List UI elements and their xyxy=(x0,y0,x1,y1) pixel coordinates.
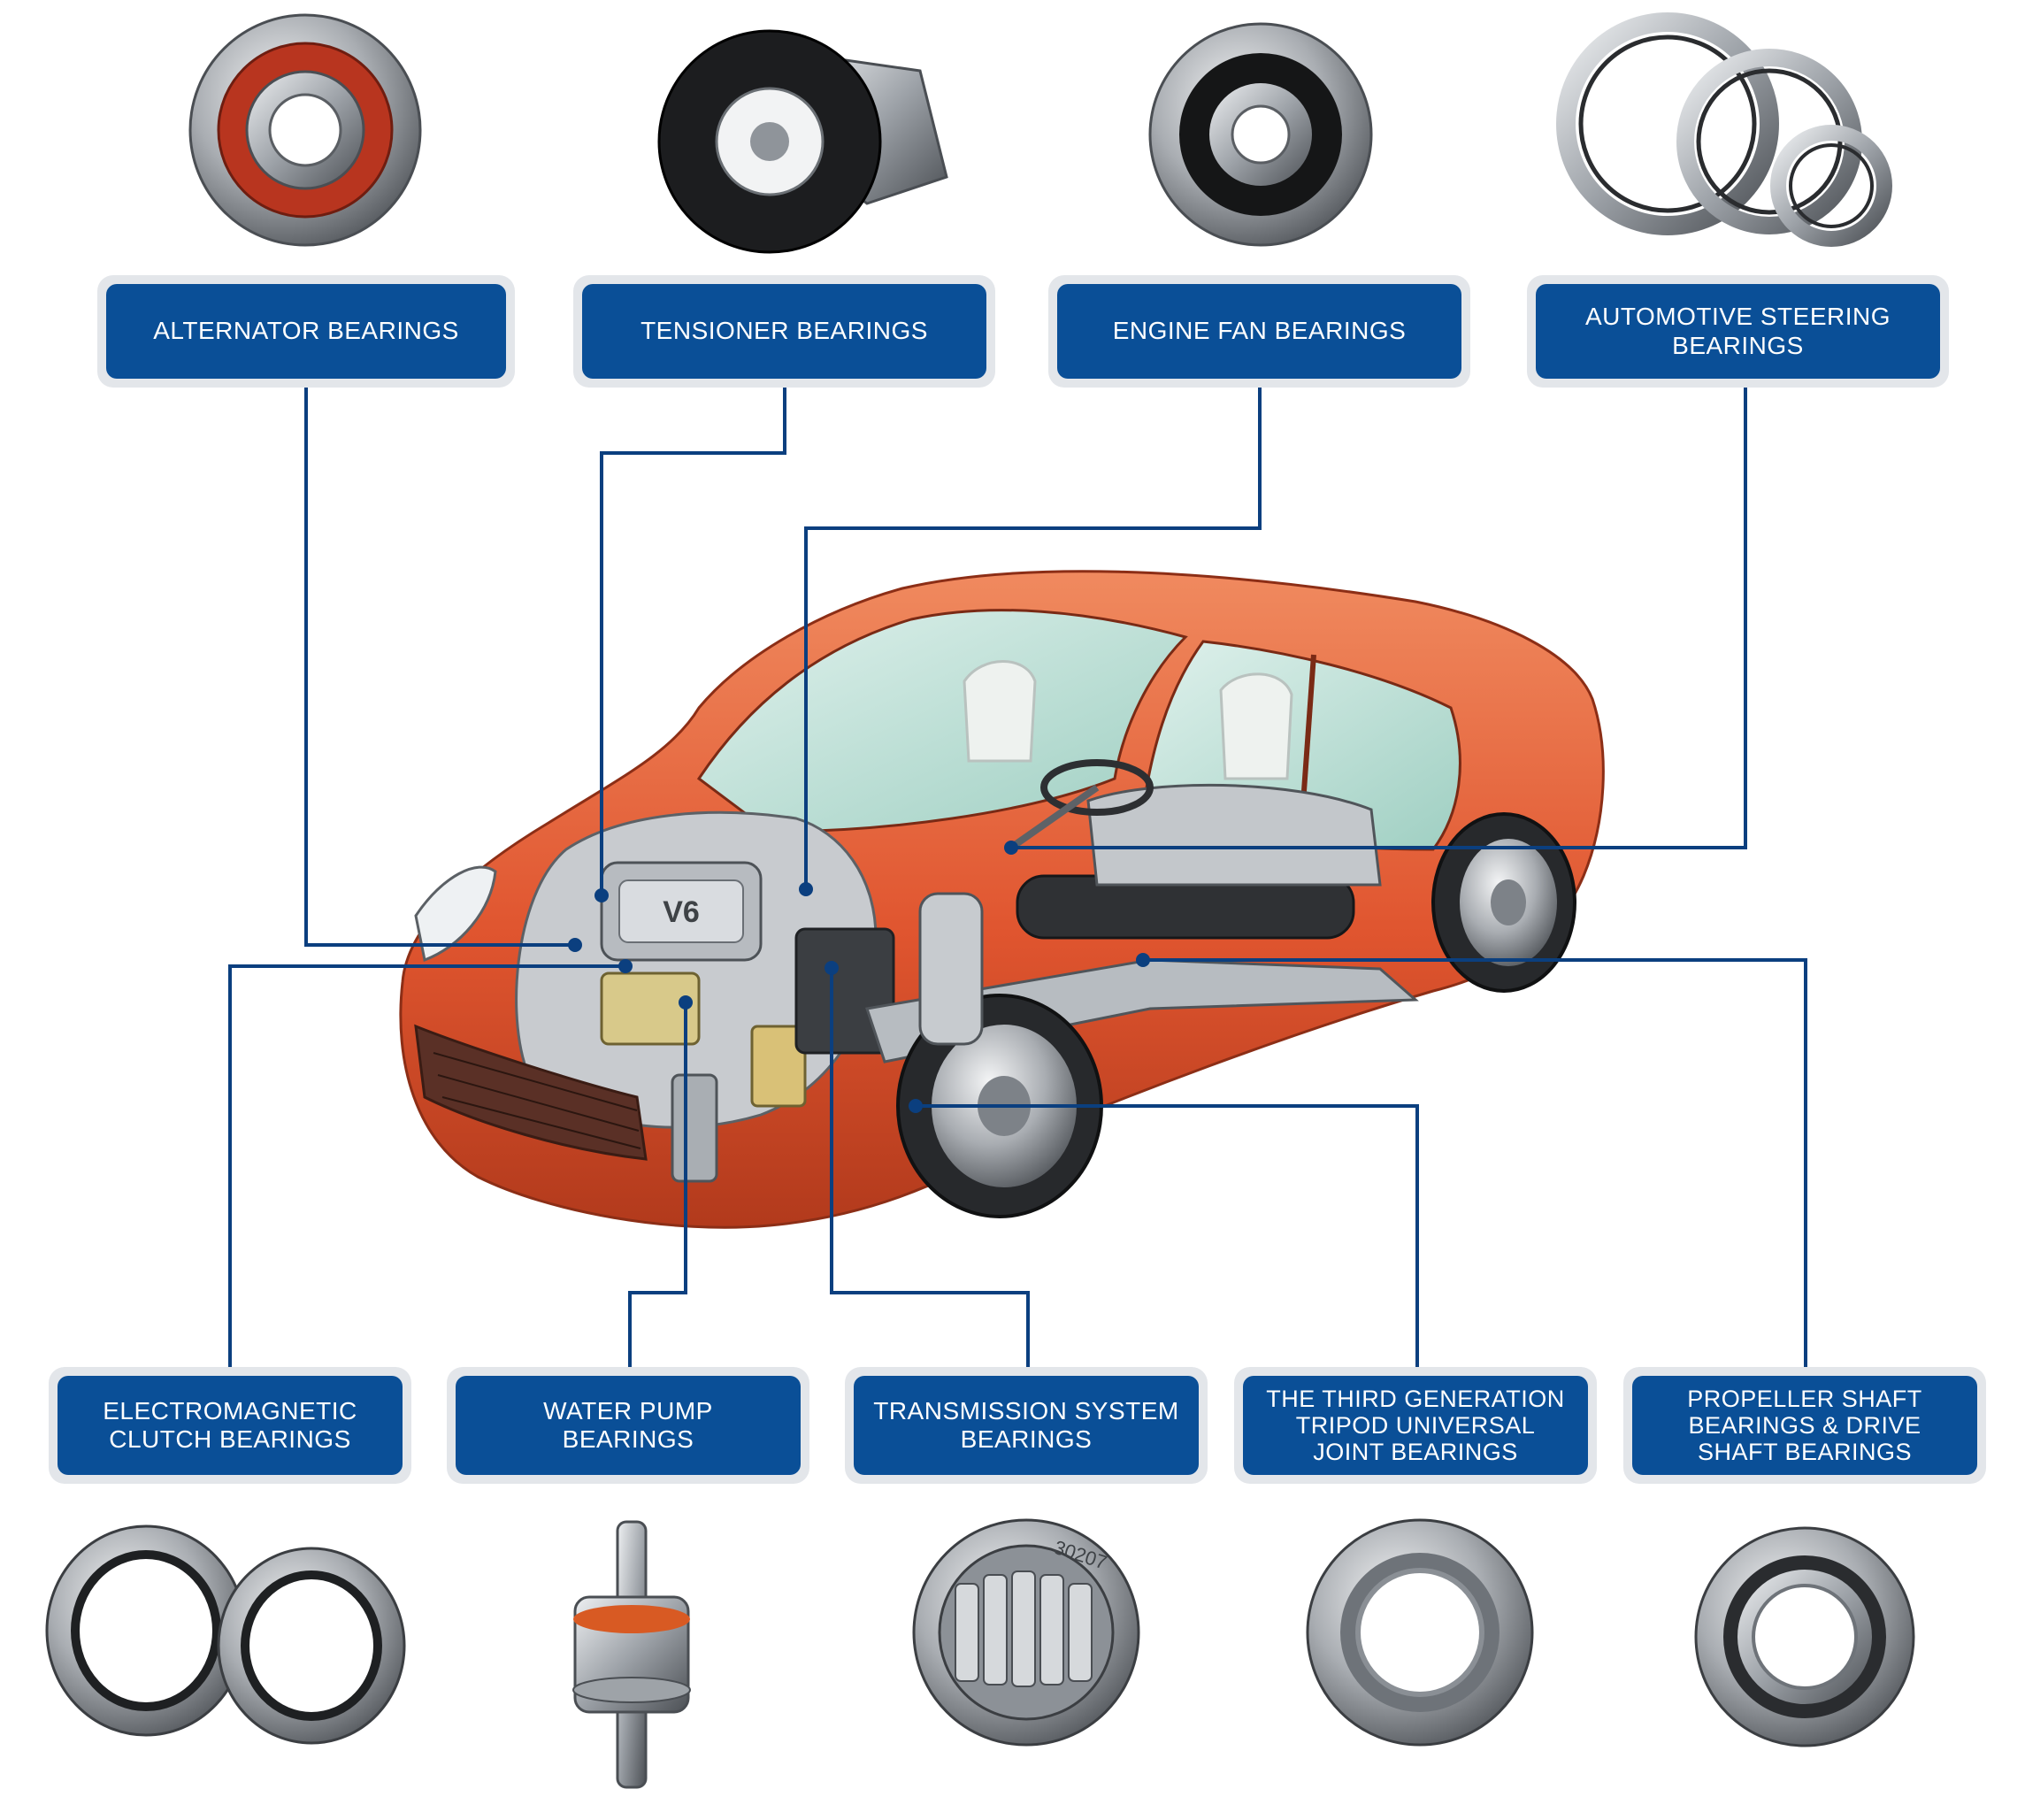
steering-bearing-image xyxy=(1556,12,1892,247)
tripod-bearings-label[interactable]: THE THIRD GENERATION TRIPOD UNIVERSAL JO… xyxy=(1234,1367,1597,1484)
propeller-bearing-image xyxy=(1694,1526,1915,1747)
connector-steering xyxy=(1011,383,1747,849)
connector-water-pump xyxy=(628,1002,687,1372)
tripod-bearing-image xyxy=(1306,1518,1534,1747)
engine-fan-bearing-image xyxy=(1148,22,1373,247)
propeller-bearings-text: PROPELLER SHAFT BEARINGS & DRIVE SHAFT B… xyxy=(1632,1376,1977,1475)
dot-propeller xyxy=(1136,953,1150,967)
dot-water-pump xyxy=(679,995,693,1010)
transmission-bearings-text: TRANSMISSION SYSTEM BEARINGS xyxy=(854,1376,1199,1475)
engine-fan-bearings-text: ENGINE FAN BEARINGS xyxy=(1057,284,1461,379)
alternator-bearing-image xyxy=(188,13,422,247)
dot-transmission xyxy=(825,961,839,975)
dot-tensioner xyxy=(594,888,609,902)
connector-dots xyxy=(568,841,1150,1113)
tensioner-bearing-image xyxy=(657,29,948,254)
propeller-bearings-label[interactable]: PROPELLER SHAFT BEARINGS & DRIVE SHAFT B… xyxy=(1623,1367,1986,1484)
tripod-bearings-text: THE THIRD GENERATION TRIPOD UNIVERSAL JO… xyxy=(1243,1376,1588,1475)
car-illustration: V6 xyxy=(399,570,1605,1229)
transmission-bearing-image: 30207 xyxy=(912,1518,1140,1747)
alternator-bearings-text: ALTERNATOR BEARINGS xyxy=(106,284,506,379)
clutch-bearings-label[interactable]: ELECTROMAGNETIC CLUTCH BEARINGS xyxy=(49,1367,411,1484)
dot-alternator xyxy=(568,938,582,952)
connector-lines xyxy=(228,383,1807,1372)
connector-tensioner xyxy=(600,383,786,895)
engine-fan-bearings-label[interactable]: ENGINE FAN BEARINGS xyxy=(1048,275,1470,388)
steering-bearings-label[interactable]: AUTOMOTIVE STEERING BEARINGS xyxy=(1527,275,1949,388)
dot-engine-fan xyxy=(799,882,813,896)
water-pump-bearing-image xyxy=(572,1520,691,1789)
dot-steering xyxy=(1004,841,1018,855)
dot-tripod xyxy=(909,1099,923,1113)
connector-engine-fan xyxy=(804,383,1262,889)
tensioner-bearings-label[interactable]: TENSIONER BEARINGS xyxy=(573,275,995,388)
connector-propeller xyxy=(1143,958,1807,1372)
connector-tripod xyxy=(916,1104,1419,1372)
clutch-bearing-image xyxy=(45,1524,406,1745)
transmission-bearings-label[interactable]: TRANSMISSION SYSTEM BEARINGS xyxy=(845,1367,1208,1484)
dot-clutch xyxy=(618,959,633,973)
steering-bearings-text: AUTOMOTIVE STEERING BEARINGS xyxy=(1536,284,1940,379)
water-pump-bearings-label[interactable]: WATER PUMP BEARINGS xyxy=(447,1367,809,1484)
clutch-bearings-text: ELECTROMAGNETIC CLUTCH BEARINGS xyxy=(58,1376,403,1475)
alternator-bearings-label[interactable]: ALTERNATOR BEARINGS xyxy=(97,275,515,388)
connector-clutch xyxy=(228,964,625,1372)
water-pump-bearings-text: WATER PUMP BEARINGS xyxy=(456,1376,801,1475)
connector-alternator xyxy=(304,383,575,947)
engine-badge: V6 xyxy=(663,895,700,929)
connector-transmission xyxy=(830,968,1030,1372)
tensioner-bearings-text: TENSIONER BEARINGS xyxy=(582,284,986,379)
